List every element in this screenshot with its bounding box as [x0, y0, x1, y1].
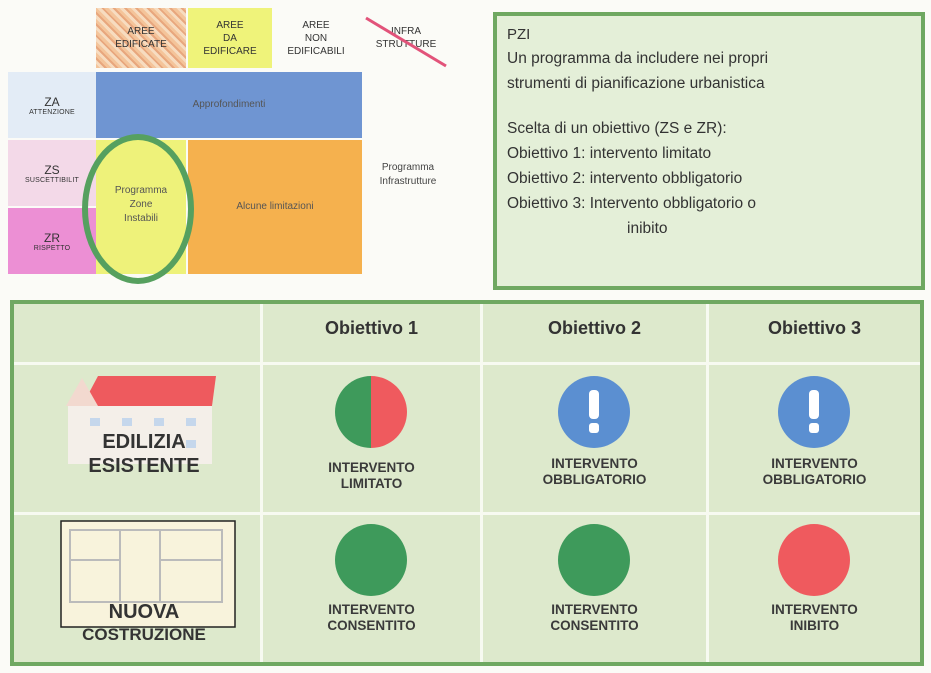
cell-label-line: INTERVENTO	[551, 456, 638, 471]
pzi-line: strumenti di pianificazione urbanistica	[507, 75, 765, 92]
header-obiettivo-3: Obiettivo 3	[767, 318, 861, 338]
row-za: ZA ATTENZIONE	[8, 72, 96, 138]
pzi-box: PZI Un programma da includere nei propri…	[493, 12, 925, 290]
cell-label: INTERVENTO CONSENTITO	[263, 602, 480, 634]
col-line: EDIFICARE	[203, 45, 257, 57]
programma-zone-instabili-label: Programma Zone Instabili	[96, 170, 186, 240]
pzi-line	[507, 96, 921, 116]
header-obiettivo-2: Obiettivo 2	[547, 318, 641, 338]
col-line: NON	[304, 32, 328, 44]
row-label-line: COSTRUZIONE	[82, 625, 206, 644]
programma-zone-line: Zone	[129, 199, 153, 210]
col-line: AREE	[216, 19, 244, 31]
red-circle-icon	[778, 524, 850, 596]
cell-r1-c3: INTERVENTO OBBLIGATORIO	[709, 368, 920, 508]
floor-plan-icon	[60, 520, 236, 628]
highlight-ellipse	[82, 134, 194, 284]
col-aree-non-edificabili: AREE NON EDIFICABILI	[274, 8, 358, 68]
row-label-line: ESISTENTE	[88, 455, 200, 477]
cell-label-line: LIMITATO	[340, 476, 403, 491]
col-line: AREE	[127, 26, 155, 37]
row-code: ZA	[44, 94, 60, 109]
blue-exclamation-circle-icon	[558, 376, 630, 448]
cell-label-line: CONSENTITO	[327, 618, 416, 633]
pzi-line: inibito	[627, 220, 668, 237]
cell-r1-c1: INTERVENTO LIMITATO	[263, 368, 480, 508]
col-line: AREE	[302, 19, 330, 31]
cell-r2-c2: INTERVENTO CONSENTITO	[483, 518, 706, 658]
row-name: RISPETTO	[33, 244, 71, 252]
cell-r2-c1: INTERVENTO CONSENTITO	[263, 518, 480, 658]
programma-infrastrutture-cell: Programma Infrastrutture	[362, 140, 454, 210]
pzi-line: Obiettivo 3: Intervento obbligatorio o	[507, 195, 757, 212]
col-aree-edificate: AREE EDIFICATE	[96, 8, 186, 68]
row-zr: ZR RISPETTO	[8, 208, 96, 274]
cell-label-line: OBBLIGATORIO	[542, 472, 647, 487]
pzi-line: Obiettivo 2: intervento obbligatorio	[507, 170, 743, 187]
existing-building-icon	[66, 376, 216, 464]
col-line: EDIFICATE	[115, 39, 167, 50]
col-line: EDIFICABILI	[287, 45, 345, 57]
cell-label-line: CONSENTITO	[550, 618, 639, 633]
pzi-line: Obiettivo 1: intervento limitato	[507, 145, 712, 162]
cell-label-line: INTERVENTO	[771, 456, 858, 471]
exclamation-icon	[809, 390, 819, 433]
blue-exclamation-circle-icon	[778, 376, 850, 448]
cell-label-line: INTERVENTO	[771, 602, 858, 617]
row-name: ATTENZIONE	[29, 108, 75, 116]
cell-r1-c2: INTERVENTO OBBLIGATORIO	[483, 368, 706, 508]
cell-label-line: OBBLIGATORIO	[762, 472, 867, 487]
cell-label: INTERVENTO LIMITATO	[263, 460, 480, 492]
approfondimenti-label: Approfondimenti	[192, 99, 266, 110]
header-obiettivo-1: Obiettivo 1	[324, 318, 418, 338]
row-code: ZR	[44, 230, 60, 245]
cell-label-line: INTERVENTO	[551, 602, 638, 617]
strike-line-icon	[365, 16, 447, 68]
pzi-title: PZI	[507, 26, 531, 43]
pzi-line: Un programma da includere nei propri	[507, 50, 769, 67]
exclamation-icon	[589, 390, 599, 433]
green-circle-icon	[335, 524, 407, 596]
grid-line	[480, 304, 483, 662]
cell-label-line: INTERVENTO	[328, 602, 415, 617]
half-green-red-circle-icon	[335, 376, 407, 448]
cell-r2-c3: INTERVENTO INIBITO	[709, 518, 920, 658]
col-line: INFRA	[391, 26, 421, 37]
pzi-line: Scelta di un obiettivo (ZS e ZR):	[507, 120, 727, 137]
cell-label: INTERVENTO CONSENTITO	[483, 602, 706, 634]
col-line: STRUTTURE	[375, 39, 437, 50]
grid-line	[14, 512, 920, 515]
row-code: ZS	[44, 162, 60, 177]
cell-label: INTERVENTO OBBLIGATORIO	[483, 456, 706, 488]
row-zs: ZS SUSCETTIBILIT	[8, 140, 96, 206]
cell-label-line: INTERVENTO	[328, 460, 415, 475]
cell-label: INTERVENTO INIBITO	[709, 602, 920, 634]
row-label-line: EDILIZIA	[102, 431, 186, 453]
alcune-limitazioni-cell: Alcune limitazioni	[188, 140, 362, 274]
grid-line	[14, 362, 920, 365]
programma-infra-line: Programma	[381, 162, 435, 173]
row-label-line: NUOVA	[108, 601, 180, 623]
programma-infra-line: Infrastrutture	[379, 176, 437, 187]
row-label-nuova-costruzione: NUOVA COSTRUZIONE	[44, 600, 244, 646]
programma-zone-line: Programma	[114, 185, 168, 196]
row-name: SUSCETTIBILIT	[25, 176, 79, 184]
row-label-edilizia-esistente: EDILIZIA ESISTENTE	[44, 430, 244, 478]
col-aree-da-edificare: AREE DA EDIFICARE	[188, 8, 272, 68]
cell-label: INTERVENTO OBBLIGATORIO	[709, 456, 920, 488]
cell-label-line: INIBITO	[789, 618, 840, 633]
alcune-limitazioni-label: Alcune limitazioni	[236, 201, 314, 212]
green-circle-icon	[558, 524, 630, 596]
col-line: DA	[223, 32, 237, 44]
objectives-table: Obiettivo 1 Obiettivo 2 Obiettivo 3 EDIL…	[10, 300, 924, 666]
grid-line	[706, 304, 709, 662]
approfondimenti-cell: Approfondimenti	[96, 72, 362, 138]
col-infrastrutture: INFRA STRUTTURE	[360, 8, 452, 68]
grid-line	[260, 304, 263, 662]
programma-zone-line: Instabili	[124, 213, 158, 224]
